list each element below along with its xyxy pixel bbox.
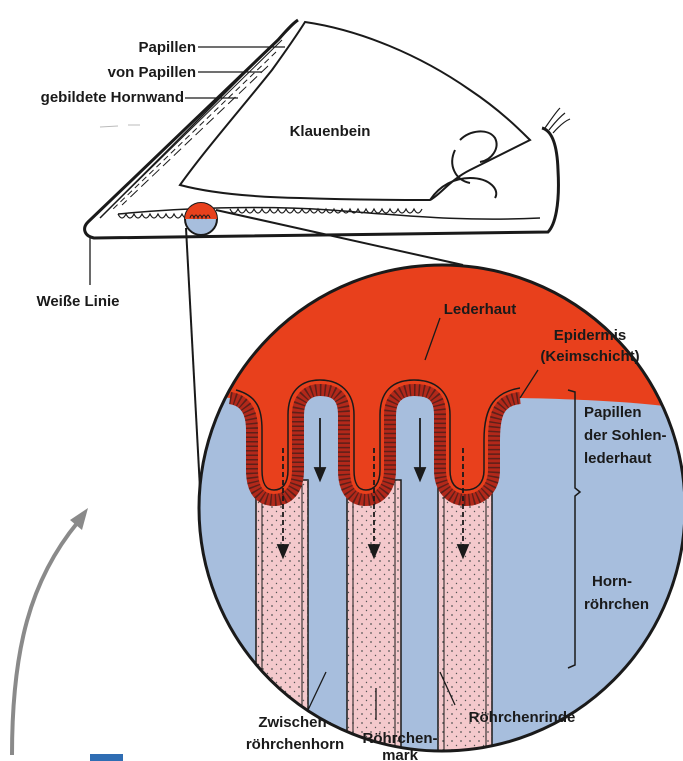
- label-rinde: Röhrchenrinde: [469, 709, 576, 726]
- magnified-spot: [185, 203, 217, 235]
- label-horn-2: röhrchen: [584, 596, 649, 613]
- zoom-line-left: [186, 228, 200, 489]
- label-horn-1: Horn-: [592, 573, 632, 590]
- label-lederhaut: Lederhaut: [444, 301, 517, 318]
- label-keimschicht: (Keimschicht): [540, 348, 639, 365]
- blue-accent-bar: [90, 754, 123, 761]
- curved-arrow-icon: [12, 508, 88, 755]
- label-hornwand: gebildete Hornwand: [41, 89, 184, 106]
- label-papillen-sohle-1: Papillen: [584, 404, 642, 421]
- coffin-bone-outline: [180, 22, 530, 200]
- label-klauenbein: Klauenbein: [290, 123, 371, 140]
- label-zwischen-2: röhrchenhorn: [246, 736, 344, 753]
- label-papillen: Papillen: [138, 39, 196, 56]
- label-mark-2: mark: [382, 747, 419, 761]
- label-zwischen-1: Zwischen-: [258, 714, 331, 731]
- label-epidermis: Epidermis: [554, 327, 627, 344]
- label-weisse-linie: Weiße Linie: [36, 293, 119, 310]
- label-von-papillen: von Papillen: [108, 64, 196, 81]
- label-papillen-sohle-3: lederhaut: [584, 450, 652, 467]
- zoom-line-right: [216, 210, 463, 265]
- label-mark-1: Röhrchen-: [363, 730, 438, 747]
- label-papillen-sohle-2: der Sohlen-: [584, 427, 667, 444]
